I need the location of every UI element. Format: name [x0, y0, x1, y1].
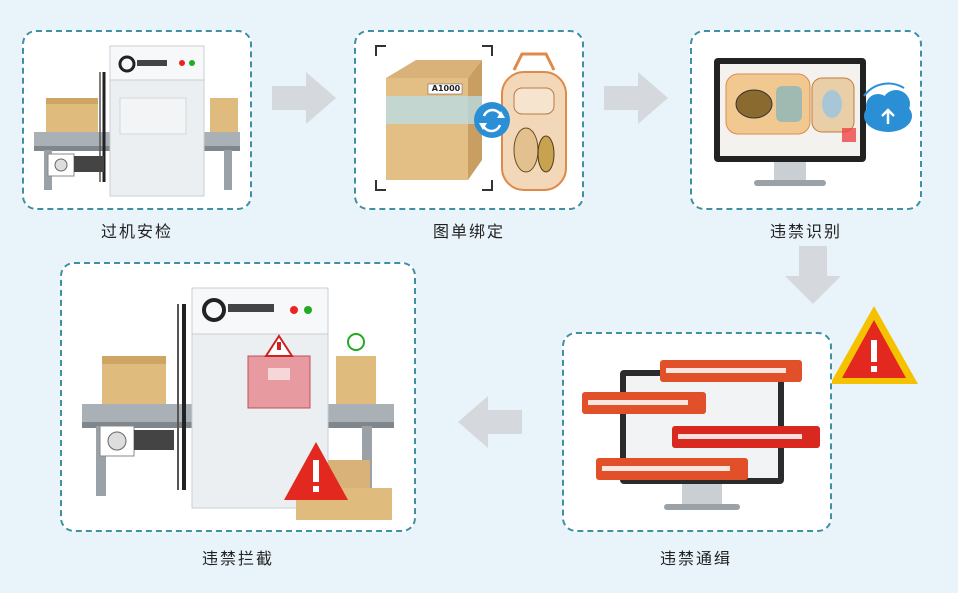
arrow-left — [458, 396, 522, 448]
package-label: A1000 — [431, 84, 461, 93]
step-box-wanted — [562, 332, 832, 532]
scanner-machine-icon — [34, 45, 240, 197]
step-label-intercept: 违禁拦截 — [201, 549, 274, 568]
step-label-bind: 图单绑定 — [432, 222, 505, 241]
arrow-right-1 — [272, 72, 336, 124]
step-box-identify — [690, 30, 922, 210]
alert-messages-icon — [582, 360, 820, 510]
scanner-machine-icon — [82, 287, 394, 520]
monitor-icon — [714, 58, 912, 186]
cloud-upload-icon — [863, 82, 912, 132]
step-box-intercept — [60, 262, 416, 532]
step-label-wanted: 违禁通缉 — [659, 549, 732, 568]
step-box-scan — [22, 30, 252, 210]
bind-illustration — [375, 45, 567, 191]
cardboard-box-icon — [386, 60, 482, 180]
step-box-bind: A1000 — [354, 30, 584, 210]
arrow-right-2 — [604, 72, 668, 124]
step-label-identify: 违禁识别 — [769, 222, 842, 241]
step-label-scan: 过机安检 — [100, 222, 173, 241]
arrow-down — [785, 246, 841, 304]
bind-refresh-icon — [474, 102, 510, 138]
warning-triangle-icon — [830, 306, 918, 384]
backpack-xray-icon — [501, 52, 567, 191]
